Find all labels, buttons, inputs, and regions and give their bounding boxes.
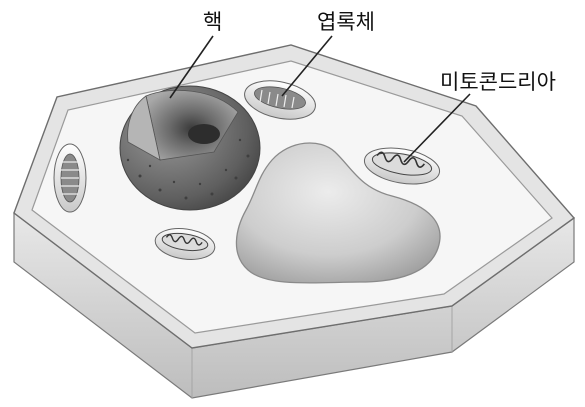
nucleus bbox=[120, 86, 260, 210]
nucleus-label: 핵 bbox=[203, 6, 222, 36]
chloroplast-left bbox=[54, 144, 86, 212]
mitochondria-label: 미토콘드리아 bbox=[440, 66, 556, 96]
chloroplast-label: 엽록체 bbox=[317, 6, 375, 36]
